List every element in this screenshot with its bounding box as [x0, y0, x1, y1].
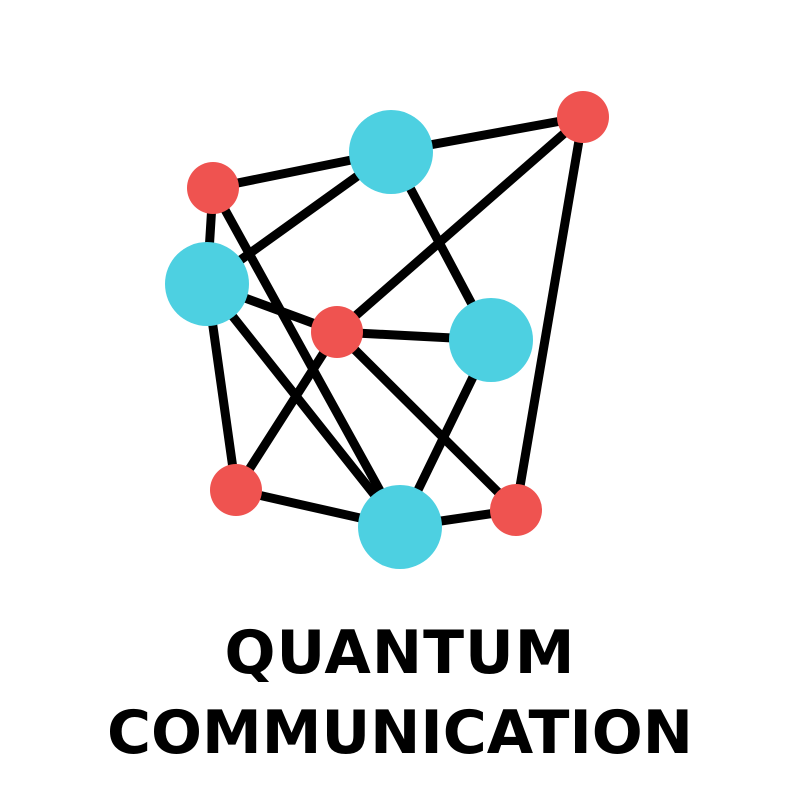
network-edge-n1-n8: [208, 183, 405, 532]
network-edge-n4-n8: [202, 279, 405, 532]
network-edge-n3-n9: [511, 112, 588, 515]
network-node-n6: [449, 298, 533, 382]
network-node-n3: [557, 91, 609, 143]
caption-title-line-2: COMMUNICATION: [107, 698, 693, 768]
network-node-n5: [311, 306, 363, 358]
network-edge-n5-n7: [231, 327, 342, 495]
network-graph-icon: [165, 91, 609, 569]
network-nodes: [165, 91, 609, 569]
network-node-n8: [358, 485, 442, 569]
network-node-n1: [187, 162, 239, 214]
network-edge-n5-n9: [332, 327, 521, 515]
network-node-n9: [490, 484, 542, 536]
caption-title-line-1: QUANTUM: [224, 618, 576, 688]
network-node-n4: [165, 242, 249, 326]
network-node-n7: [210, 464, 262, 516]
network-node-n2: [349, 110, 433, 194]
network-edge-n3-n5: [332, 112, 588, 337]
